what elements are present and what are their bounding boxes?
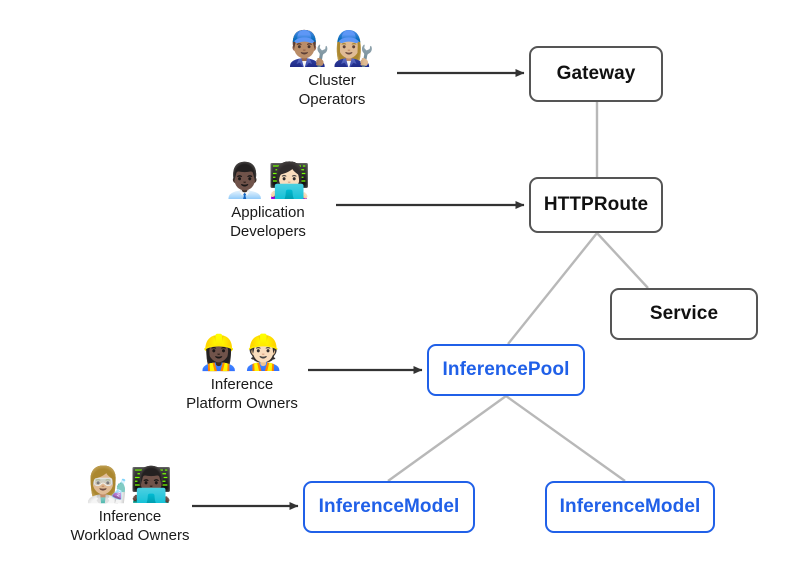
edge-inferencepool-model-left (387, 395, 507, 482)
application-developers-label: Application Developers (230, 204, 306, 240)
application-developers-emoji-pair-icon: 👨🏿‍💼👩🏻‍💻 (223, 162, 313, 200)
node-inferencemodel-right-label: InferenceModel (559, 496, 701, 517)
actor-inference-workload-owners: 👩🏼‍🔬👨🏿‍💻 Inference Workload Owners (42, 464, 218, 545)
node-inferencemodel-left-label: InferenceModel (318, 496, 460, 517)
edge-httproute-inferencepool (507, 232, 598, 345)
inference-platform-owners-emoji-pair-icon: 👷🏿‍♀️👷🏻 (197, 334, 287, 372)
actor-application-developers: 👨🏿‍💼👩🏻‍💻 Application Developers (192, 160, 344, 241)
actor-cluster-operators: 👨🏽‍🔧👩🏼‍🔧 Cluster Operators (256, 28, 408, 109)
node-inferencemodel-left[interactable]: InferenceModel (303, 481, 475, 533)
node-gateway[interactable]: Gateway (529, 46, 663, 102)
cluster-operators-label: Cluster Operators (298, 72, 366, 108)
node-httproute[interactable]: HTTPRoute (529, 177, 663, 233)
edge-httproute-service (596, 232, 649, 289)
node-inferencemodel-right[interactable]: InferenceModel (545, 481, 715, 533)
node-inferencepool-label: InferencePool (442, 359, 570, 380)
inference-workload-owners-emoji-pair-icon: 👩🏼‍🔬👨🏿‍💻 (85, 466, 175, 504)
inference-workload-owners-label: Inference Workload Owners (70, 508, 190, 544)
actor-inference-platform-owners: 👷🏿‍♀️👷🏻 Inference Platform Owners (156, 332, 328, 413)
node-gateway-label: Gateway (556, 63, 636, 84)
node-inferencepool[interactable]: InferencePool (427, 344, 585, 396)
cluster-operators-emoji-pair-icon: 👨🏽‍🔧👩🏼‍🔧 (287, 30, 377, 68)
edge-inferencepool-model-right (505, 395, 626, 482)
node-httproute-label: HTTPRoute (543, 194, 649, 215)
node-service[interactable]: Service (610, 288, 758, 340)
node-service-label: Service (649, 303, 719, 324)
inference-platform-owners-label: Inference Platform Owners (186, 376, 298, 412)
